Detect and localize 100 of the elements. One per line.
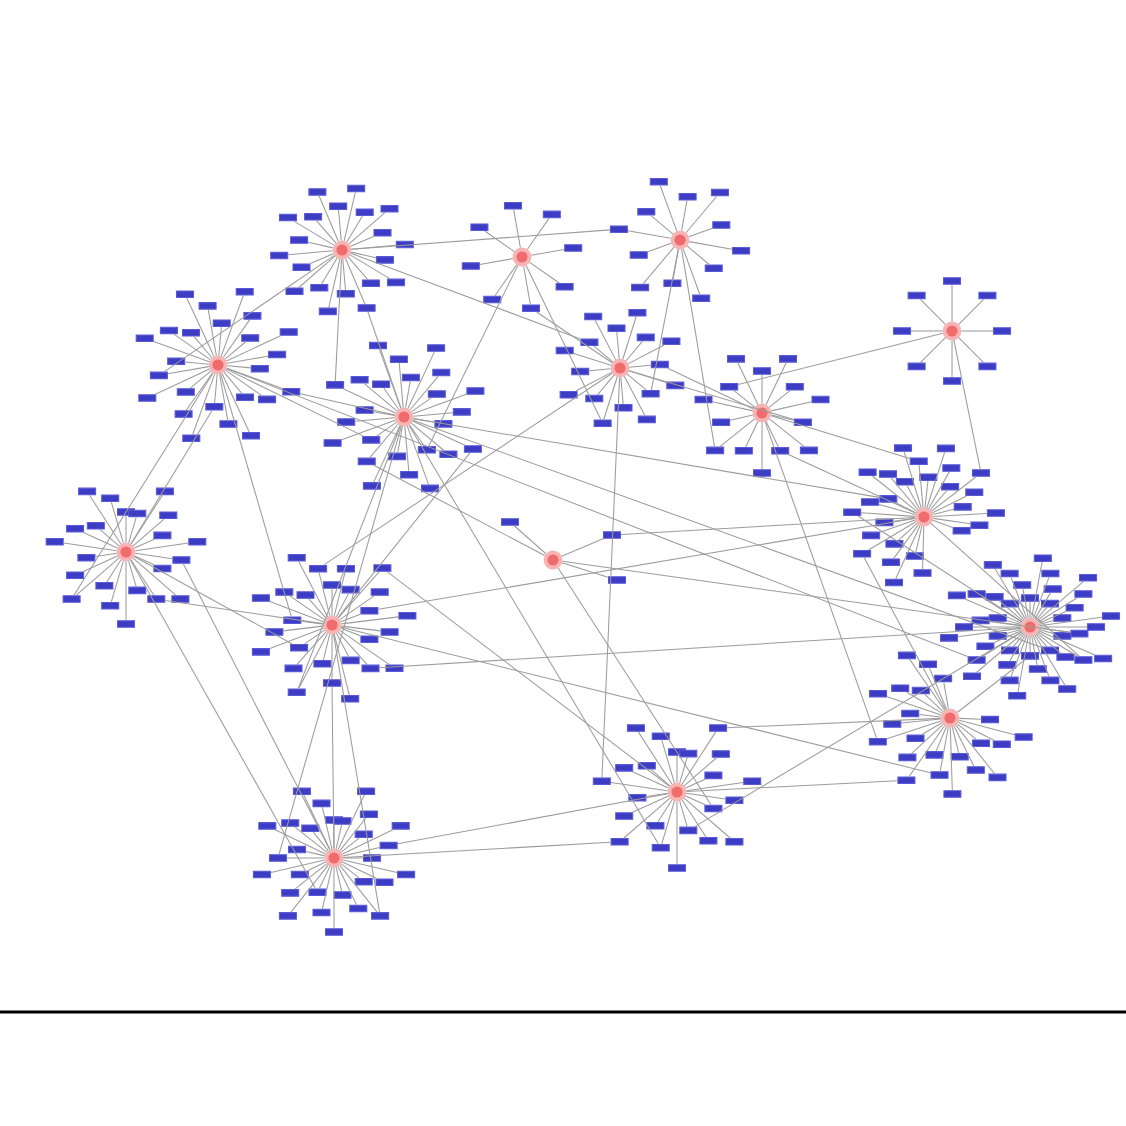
- edge-line: [685, 792, 726, 800]
- node-box: [966, 766, 985, 774]
- edge-line: [863, 557, 947, 711]
- node-box: [901, 709, 920, 718]
- node-box: [608, 576, 627, 584]
- edge-line: [628, 364, 652, 368]
- node-box: [341, 585, 360, 594]
- edge-line: [298, 632, 329, 690]
- edge-line: [681, 731, 717, 785]
- edge-line: [1038, 616, 1103, 627]
- edge-line: [298, 255, 336, 289]
- node-box: [668, 864, 687, 872]
- edge-line: [99, 529, 120, 547]
- node-box: [1014, 733, 1033, 741]
- edge-line: [931, 495, 968, 514]
- edge-line: [173, 333, 211, 361]
- edge-line: [657, 799, 673, 823]
- edge-line: [354, 417, 396, 422]
- node-box: [753, 469, 772, 477]
- node-box: [985, 593, 1004, 601]
- edge-line: [960, 330, 994, 332]
- node-box: [379, 841, 398, 850]
- node-box: [361, 664, 380, 673]
- edge-line: [620, 376, 624, 405]
- node-box: [279, 328, 298, 336]
- edge-line: [935, 726, 947, 752]
- node-box: [1000, 569, 1019, 578]
- edge-line: [299, 393, 396, 416]
- node-box: [571, 367, 590, 376]
- node-box: [1074, 656, 1093, 664]
- node-box: [310, 283, 329, 292]
- edge-line: [305, 851, 326, 857]
- node-box: [663, 279, 682, 288]
- edge-line: [1038, 628, 1054, 634]
- node-box: [135, 334, 154, 343]
- edge-line: [1037, 631, 1078, 657]
- edge-line: [737, 362, 759, 405]
- edge-line: [924, 480, 929, 509]
- edge-line: [603, 376, 618, 421]
- node-box: [993, 327, 1012, 335]
- node-box: [905, 552, 924, 560]
- node-box: [258, 395, 277, 404]
- edge-line: [333, 571, 346, 617]
- edge-line: [192, 373, 216, 436]
- edge-line: [932, 513, 988, 517]
- node-box: [287, 688, 306, 697]
- edge-line: [860, 512, 916, 517]
- node-box: [387, 278, 406, 287]
- edge-line: [953, 725, 975, 767]
- node-box: [336, 564, 355, 573]
- node-box: [362, 436, 381, 444]
- node-box: [636, 333, 655, 342]
- node-box: [349, 904, 368, 913]
- edge-line: [631, 795, 669, 813]
- edge-line: [343, 191, 356, 242]
- node-box: [312, 799, 331, 808]
- edge-line: [226, 365, 252, 369]
- node-box: [282, 387, 301, 396]
- node-box: [281, 889, 300, 897]
- edge-line: [943, 681, 949, 710]
- edge-line: [222, 319, 251, 358]
- node-box: [885, 578, 904, 587]
- edge-line: [341, 419, 396, 441]
- node-box: [312, 908, 331, 917]
- edge-line: [350, 252, 581, 340]
- node-box: [283, 616, 302, 624]
- edge-line: [650, 248, 679, 391]
- node-box: [308, 188, 327, 196]
- edge-line: [620, 517, 916, 535]
- node-box: [483, 295, 502, 304]
- edge-line: [274, 829, 327, 855]
- edge-line: [953, 339, 981, 470]
- node-box: [182, 329, 201, 337]
- edge-line: [683, 757, 717, 787]
- edge-line: [879, 519, 916, 533]
- node-box: [952, 526, 971, 535]
- node-box: [337, 418, 356, 426]
- edge-line: [513, 209, 521, 249]
- node-box: [592, 777, 611, 785]
- node-box: [45, 538, 64, 546]
- node-box: [909, 457, 928, 465]
- edge-line: [676, 800, 678, 865]
- edge-line: [412, 393, 467, 415]
- edge-line: [342, 847, 381, 857]
- node-box: [978, 362, 997, 371]
- edge-line: [398, 362, 404, 409]
- node-box: [395, 240, 414, 249]
- edge-line: [128, 516, 137, 544]
- node-box: [942, 464, 961, 472]
- edge-line: [347, 256, 369, 280]
- node-box: [732, 247, 751, 255]
- node-box: [159, 511, 178, 520]
- node-box: [251, 594, 270, 602]
- edge-line: [729, 414, 754, 421]
- edge-line: [956, 659, 1026, 713]
- node-box: [138, 394, 157, 402]
- edge-line: [915, 525, 923, 553]
- edge-line: [342, 859, 398, 873]
- edge-line: [694, 631, 1023, 828]
- node-box: [704, 264, 723, 273]
